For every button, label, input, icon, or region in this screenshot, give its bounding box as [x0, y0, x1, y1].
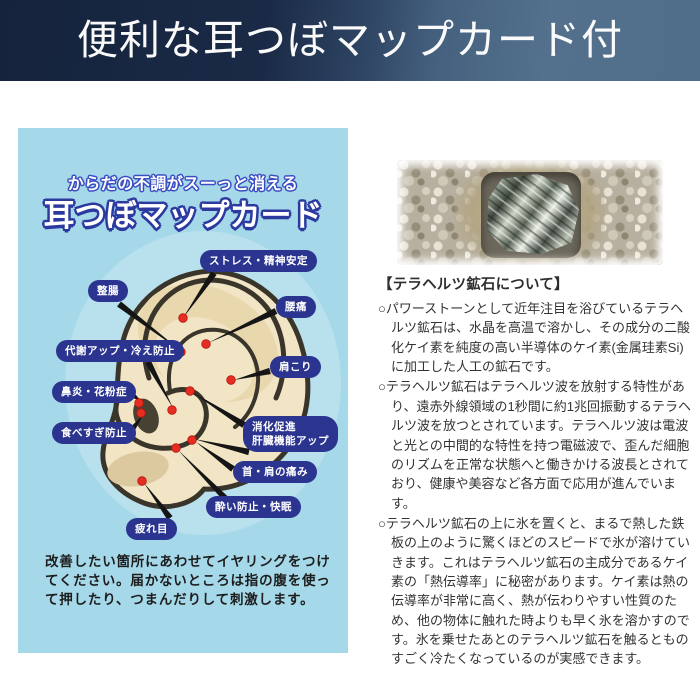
acupoint-label-intestine: 整腸: [88, 280, 128, 303]
card-instructions: 改善したい箇所にあわせてイヤリングをつけてください。届かないところは指の腹を使っ…: [45, 554, 331, 608]
info-panel: 【テラヘルツ鉱石について】 ○パワーストーンとして近年注目を浴びているテラヘルツ…: [378, 160, 691, 670]
acupoint-dot: [167, 405, 177, 415]
banner-title: 便利な耳つぼマップカード付: [77, 17, 623, 63]
pointer-line: [196, 442, 235, 472]
pointer-lines: [117, 271, 278, 520]
acupoint-dots: [134, 313, 236, 486]
pointer-line: [145, 360, 173, 408]
pointer-line: [194, 439, 250, 456]
banner: 便利な耳つぼマップカード付: [0, 0, 700, 81]
pointer-line: [178, 450, 231, 504]
terahertz-stone-photo: [397, 160, 663, 265]
acupoint-dot: [226, 375, 236, 385]
acupoint-label-sickness-sleep: 酔い防止・快眠: [206, 496, 301, 519]
acupoint-dot: [171, 443, 181, 453]
acupoint-label-rhinitis: 鼻炎・花粉症: [52, 381, 136, 404]
acupoint-dot: [201, 339, 211, 349]
acupoint-dot: [187, 435, 197, 445]
ear-map-card: からだの不調がスーっと消える 耳つぼマップカード ストレス・精神安定 整腸 腰痛…: [18, 128, 348, 653]
acupoint-label-overeating: 食べすぎ防止: [52, 422, 136, 445]
acupoint-label-backpain: 腰痛: [276, 296, 316, 319]
acupoint-dot: [185, 386, 195, 396]
acupoint-label-tired-eyes: 疲れ目: [126, 518, 177, 541]
pointer-line: [208, 308, 278, 343]
pointer-line: [234, 367, 271, 380]
acupoint-label-stress: ストレス・精神安定: [200, 250, 317, 273]
pointer-line: [183, 271, 217, 318]
acupoint-dot: [178, 313, 188, 323]
acupoint-dot: [134, 398, 144, 408]
acupoint-label-neck-shoulder: 首・肩の痛み: [233, 461, 317, 484]
info-paragraph: ○パワーストーンとして近年注目を浴びているテラヘルツ鉱石は、水晶を高温で溶かし、…: [378, 301, 691, 375]
card-subtitle: からだの不調がスーっと消える: [67, 176, 299, 193]
acupoint-dot: [136, 408, 146, 418]
pointer-line: [117, 301, 181, 351]
info-paragraph: ○テラヘルツ鉱石の上に氷を置くと、まるで熱した鉄板の上のように驚くほどのスピード…: [378, 515, 691, 667]
info-paragraph: ○テラヘルツ鉱石はテラヘルツ波を放射する特性があり、遠赤外線領域の1秒間に約1兆…: [378, 379, 691, 511]
terahertz-stone: [486, 174, 579, 254]
ear-lobe-shading: [107, 451, 169, 487]
ear-helix-line: [142, 277, 287, 401]
info-heading: 【テラヘルツ鉱石について】: [378, 277, 569, 293]
pointer-line: [144, 483, 173, 520]
acupoint-label-digestion: 消化促進 肝臓機能アップ: [243, 416, 338, 453]
acupoint-dot: [137, 476, 147, 486]
pointer-line: [192, 392, 246, 428]
acupoint-label-metabolism: 代謝アップ・冷え防止: [56, 340, 184, 363]
acupoint-label-shoulder: 肩こり: [270, 356, 321, 379]
card-title: 耳つぼマップカード: [43, 198, 323, 233]
